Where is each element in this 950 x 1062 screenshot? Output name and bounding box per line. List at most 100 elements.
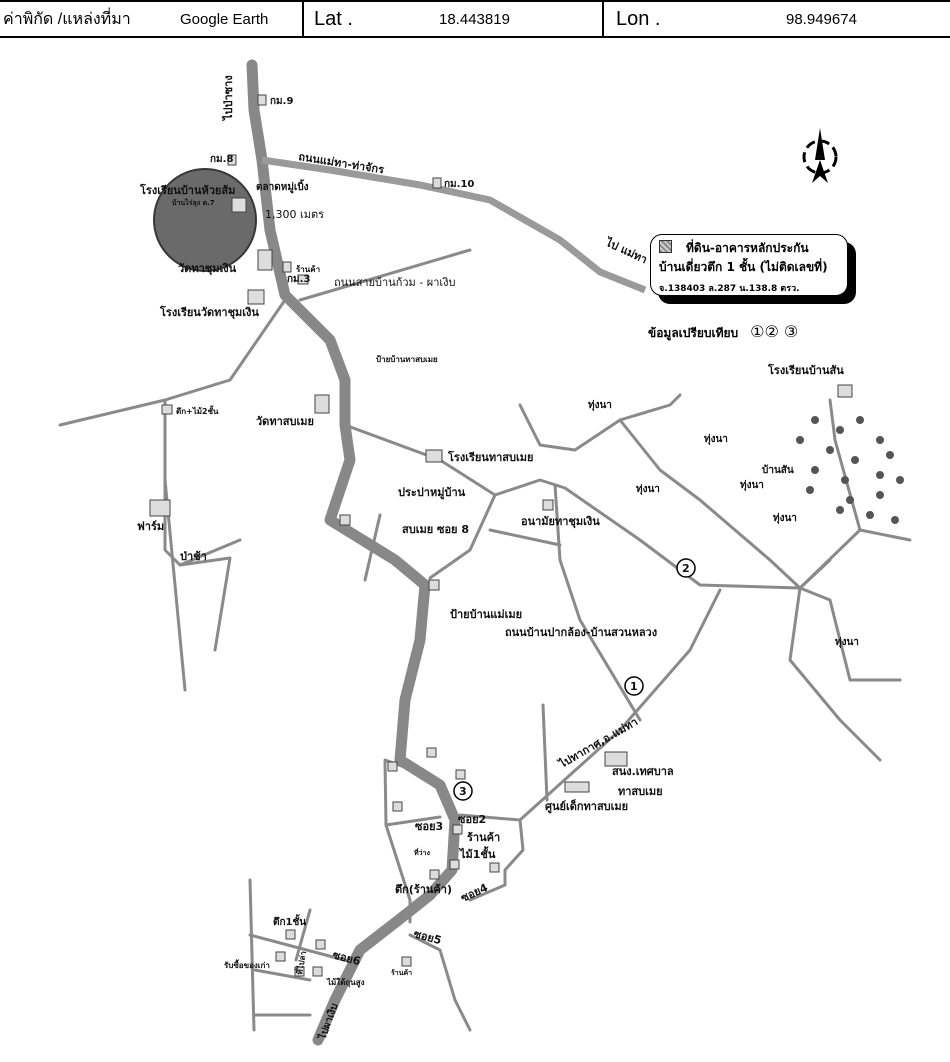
label-km10: กม.10 [444,179,474,190]
label-sign-tha-sop-moei: ป้ายบ้านทาสบเมย [376,354,438,364]
label-municipality: สนง.เทศบาล [612,765,674,778]
road-soi5 [408,933,472,1032]
main-road [246,59,461,1046]
label-village-sign: บ้านไร่ลุง ต.7 [172,198,215,207]
coord-source-label: ค่าพิกัด /แหล่งที่มา [3,10,131,28]
label-wat-tha-sop-moei: วัดทาสบเมย [256,415,314,428]
coord-source: Google Earth [180,10,269,28]
north-arrow-icon: N [802,128,838,183]
label-soi4: ซอย4 [459,881,490,905]
label-vacant: ที่ว่าง [414,847,431,857]
label-wat-tha-chum-ngoen: วัดทาชุมเงิน [178,262,237,276]
lon-label: Lon . [616,7,661,30]
road-sw-spur [294,908,312,962]
label-wood-high: ไม้ใต้ถุนสูง [326,977,365,988]
label-shop: ร้านค้า [296,264,320,274]
label-farm: ฟาร์ม [137,520,164,533]
lat-value: 18.443819 [439,10,510,28]
label-road-pak-long: ถนนบ้านปากล้อง-บ้านสวนหลวง [505,626,657,639]
label-ban-san: บ้านสัน [762,464,794,476]
comparison-markers: 1 2 3 [453,558,696,801]
label-soi2: ซอย2 [458,813,486,826]
road-ban-san [798,528,912,590]
label-to-pa-sang: ไปป่าซาง [221,75,235,122]
lat-label: Lat . [314,7,353,30]
label-to-maetha: ไป แม่ทา [602,234,650,266]
compass-label: N [817,155,822,162]
house-icons [149,94,853,977]
minor-roads [58,248,912,1032]
location-map: N 1 2 3 ไปป่าซาง กม.9 กม.8 กม.10 กม.3 ถน… [58,59,912,1046]
label-distance: 1,300 เมตร [265,208,324,221]
road-school [343,423,832,590]
label-village-water: ประปาหมู่บ้าน [398,486,466,500]
label-school-wat-tha: โรงเรียนวัดทาชุมเงิน [159,305,259,320]
marker-3: 3 [459,785,467,798]
road-farm-south [178,556,232,652]
road-east [798,586,902,682]
label-wood-1floor: ไม้1ชั้น [458,846,496,861]
label-rice-field-3: ทุ่งนา [740,479,764,491]
road-health-link [488,528,562,547]
label-sign-mae-moei: ป้ายบ้านแม่เมย [450,608,522,621]
road-tha-kat [458,588,722,822]
legend-title: ที่ดิน-อาคารหลักประกัน [686,241,809,255]
legend-subtitle: บ้านเดี่ยวตึก 1 ชั้น (ไม่ติดเลขที่) [659,260,828,274]
road-maetha-thachak [261,156,647,294]
road-health [428,493,497,580]
road-farm [163,398,242,567]
tree-cluster [796,416,904,524]
label-school-ban-san: โรงเรียนบ้านสัน [767,363,844,377]
road-rice-mid [618,418,802,590]
subject-area-circle [153,168,257,272]
road-ban-kuam [298,248,472,302]
comparison-legend: ข้อมูลเปรียบเทียบ ①② ③ [648,322,798,343]
label-cemetery: ป่าช้า [180,550,207,563]
lon-cell: Lon . 98.949674 [602,2,950,36]
label-school-tha-sop-moei: โรงเรียนทาสบเมย [447,450,533,464]
label-rice-field-1: ทุ่งนา [588,399,612,411]
label-health-center: อนามัยทาชุมเงิน [521,515,600,529]
label-school-huaysom: โรงเรียนบ้านห้วยส้ม [139,183,235,197]
marker-1: 1 [630,680,638,693]
label-km3: กม.3 [287,274,310,285]
lat-cell: Lat . 18.443819 [302,2,602,36]
label-buy-old-goods: รับซื้อของเก่า [224,959,270,970]
collateral-legend-box: ที่ดิน-อาคารหลักประกัน บ้านเดี่ยวตึก 1 ช… [650,234,848,296]
road-soi6 [248,933,354,964]
comparison-marks: ①② ③ [750,322,799,341]
label-building-2floor: ตึก+ไม้2ชั้น [176,405,219,416]
label-rice-field-2: ทุ่งนา [704,433,728,445]
label-rice-field-6: ทุ่งนา [835,636,859,648]
legend-deed: จ.138403 ล.287 น.138.8 ตรว. [659,284,800,294]
label-child-center: ศูนย์เด็กทาสบเมย [545,799,628,814]
comparison-label: ข้อมูลเปรียบเทียบ [648,326,739,340]
label-wood-shop: ร้านค้า [467,831,500,844]
label-km9: กม.9 [270,96,293,107]
label-soi8: สบเมย ซอย 8 [402,523,469,536]
marker-2: 2 [682,562,690,575]
road-health-south [553,483,642,722]
road-municipal [541,703,549,802]
label-rice-field-5: ทุ่งนา [773,512,797,524]
coordinate-header: ค่าพิกัด /แหล่งที่มา Google Earth Lat . 1… [0,0,950,38]
label-km8: กม.8 [210,154,233,165]
road-rice-north [518,393,682,452]
label-rice-field-4: ทุ่งนา [636,483,660,495]
label-soi3: ซอย3 [415,820,443,833]
lon-value: 98.949674 [786,10,857,28]
label-building-1floor: ตึก1ชั้น [273,914,306,928]
label-vacant-2: ที่ไปล่า [293,950,308,975]
road-sw-vertical [248,878,256,1032]
label-building-shop: ตึก(ร้านค้า) [395,883,452,896]
label-market: ตลาดหมู่เบิ้ง [256,179,309,194]
road-southeast [788,586,882,762]
label-road-ban-kuam: ถนนสายบ้านก้วม - ผาเงิบ [334,276,456,289]
label-municipality-2: ทาสบเมย [618,785,663,798]
label-to-pa-ngoen: ไปผาเงิบ [315,1001,340,1042]
label-shop-bottom: ร้านค้า [391,968,412,977]
hatched-swatch-icon [659,240,672,253]
road-sw-lane [253,968,312,982]
road-ban-san-north [828,398,862,532]
road-soi4 [468,818,525,902]
